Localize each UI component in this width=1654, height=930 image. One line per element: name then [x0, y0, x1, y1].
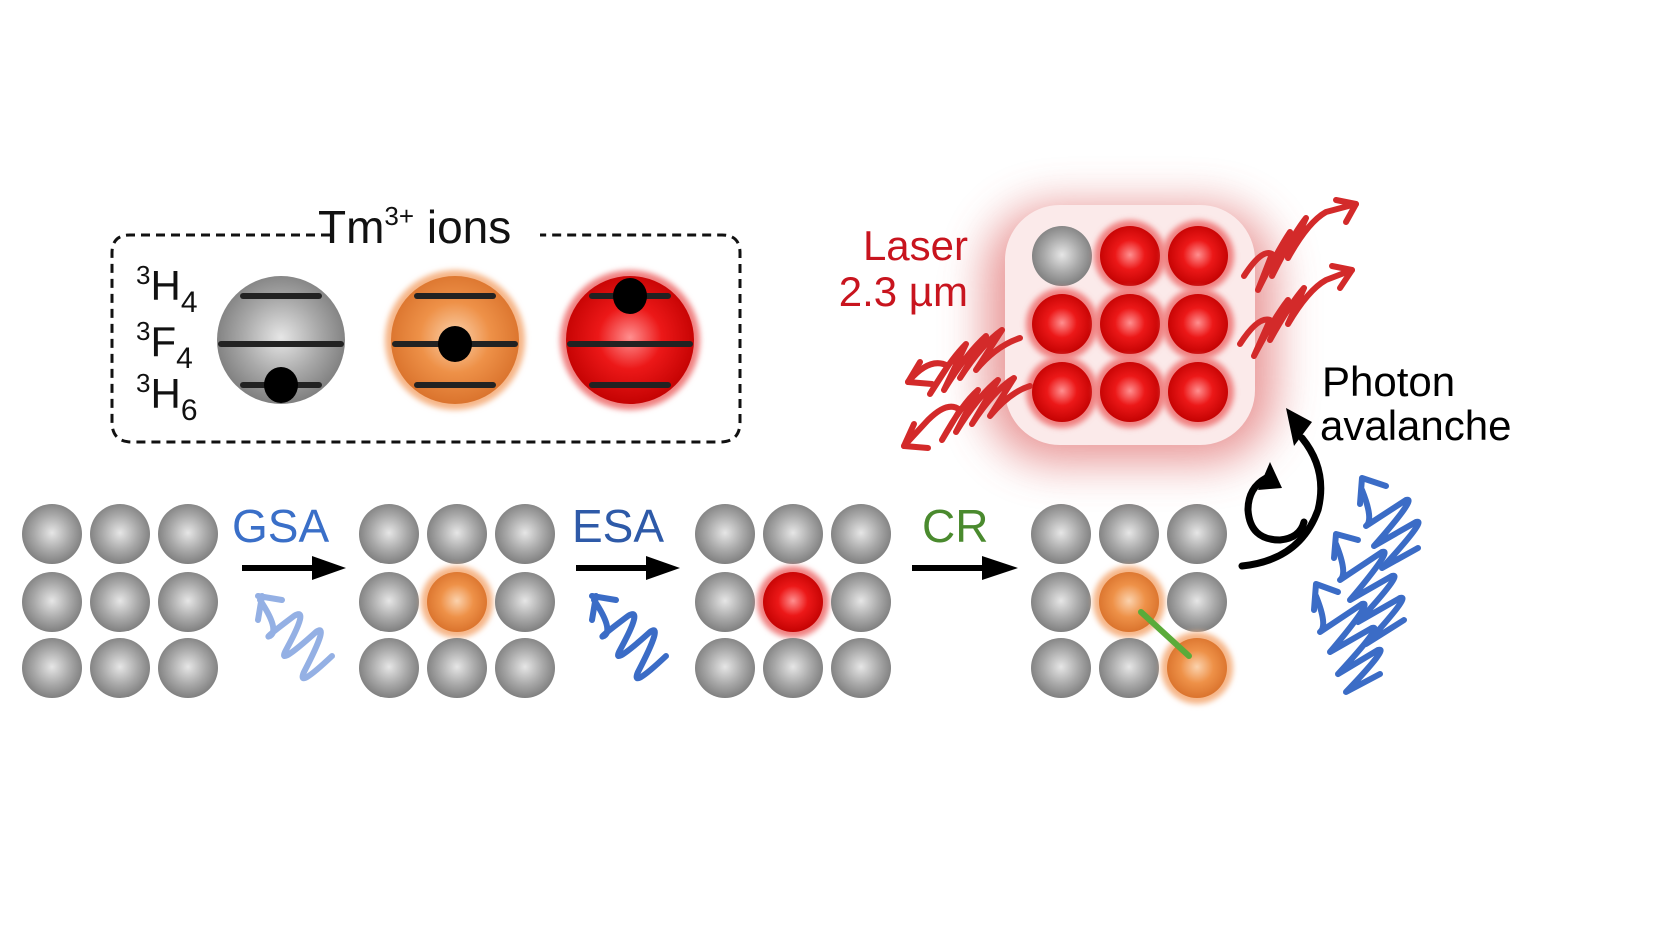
pump-wave-icon — [1333, 541, 1407, 647]
ground-state-ion — [217, 276, 345, 404]
avalanche-label-line2: avalanche — [1320, 402, 1511, 449]
ground-state-ion — [359, 572, 419, 632]
pump-wave-icon — [1313, 593, 1384, 695]
ground-state-ion — [763, 504, 823, 564]
ground-state-ion — [1031, 638, 1091, 698]
electron-dot — [438, 326, 472, 362]
ground-state-ion — [90, 572, 150, 632]
avalanche-label-line1: Photon — [1322, 358, 1455, 405]
excited-state-ion — [1094, 220, 1166, 292]
ground-state-ion — [1031, 504, 1091, 564]
step-label-esa: ESA — [572, 500, 664, 552]
electron-dot — [264, 367, 298, 403]
ground-state-ion — [158, 504, 218, 564]
ground-state-ion — [1167, 572, 1227, 632]
ground-state-ion — [1031, 572, 1091, 632]
ground-state-ion — [359, 504, 419, 564]
step-esa: ESA — [572, 500, 680, 682]
ground-state-ion — [1167, 504, 1227, 564]
ion-lattice — [359, 504, 555, 698]
pump-wave-icon — [1359, 487, 1422, 571]
legend-dashed-border — [110, 233, 742, 444]
photon-wave-icon — [589, 593, 669, 682]
excited-state-ion — [1094, 356, 1166, 428]
ground-state-ion — [22, 638, 82, 698]
level-label-3F4: 3F4 — [136, 316, 193, 375]
arrow-right-icon — [242, 556, 346, 580]
emission-arrowhead-icon — [1329, 263, 1355, 291]
laser-label-wavelength: 2.3 µm — [839, 268, 968, 315]
ion-lattice — [695, 504, 891, 698]
ground-state-ion — [1099, 638, 1159, 698]
excited-state-ion — [1162, 356, 1234, 428]
pump-arrowhead-icon — [1357, 475, 1389, 507]
ground-state-ion — [158, 572, 218, 632]
ground-state-ion — [359, 638, 419, 698]
laser-cluster — [985, 205, 1275, 463]
step-gsa: GSA — [232, 500, 346, 682]
cross-relaxation-link — [1138, 609, 1192, 659]
lattice-sequence — [22, 504, 1233, 704]
ground-state-ion — [90, 504, 150, 564]
excited-state-ion — [1026, 356, 1098, 428]
ground-state-ion — [158, 638, 218, 698]
excited-state-ion — [1162, 220, 1234, 292]
laser-label-line1: Laser — [863, 222, 968, 269]
ground-state-ion — [1032, 226, 1092, 286]
ground-state-ion — [22, 504, 82, 564]
pump-arrowhead-icon — [1311, 581, 1341, 613]
electron-dot — [613, 278, 647, 314]
step-cr: CR — [912, 500, 1018, 580]
ground-state-ion — [427, 638, 487, 698]
ground-state-ion — [1099, 504, 1159, 564]
excited-state-ion — [1026, 288, 1098, 360]
excited-state-ion — [757, 566, 829, 638]
ion-lattice — [1031, 504, 1233, 704]
intermediate-state-ion — [385, 270, 525, 410]
ground-state-ion — [831, 572, 891, 632]
emission-wave-left-upper-icon — [905, 327, 1023, 397]
legend-title: Tm3+ ions — [318, 201, 511, 253]
laser-emission-waves — [901, 197, 1359, 451]
emission-wave-left-lower-icon — [901, 375, 1033, 449]
emission-arrowhead-icon — [905, 359, 935, 387]
laser-ion-grid — [1026, 220, 1234, 428]
level-label-3H6: 3H6 — [136, 368, 198, 427]
level-label-3H4: 3H4 — [136, 260, 198, 319]
ground-state-ion — [22, 572, 82, 632]
ground-state-ion — [695, 572, 755, 632]
photon-wave-icon — [255, 593, 335, 682]
avalanche-loop-arrow-icon — [1238, 408, 1325, 570]
ground-state-ion — [695, 638, 755, 698]
legend-box: Tm3+ ions 3H4 3F4 3H6 — [110, 201, 742, 444]
arrow-right-icon — [912, 556, 1018, 580]
step-label-gsa: GSA — [232, 500, 329, 552]
intermediate-state-ion — [421, 566, 493, 638]
ground-state-ion — [831, 638, 891, 698]
ground-state-ion — [831, 504, 891, 564]
emission-arrowhead-icon — [1333, 197, 1359, 225]
ground-state-ion — [495, 504, 555, 564]
ground-state-ion — [763, 638, 823, 698]
ion-lattice — [22, 504, 218, 698]
ground-state-ion — [695, 504, 755, 564]
legend-ions — [217, 270, 700, 410]
step-label-cr: CR — [922, 500, 988, 552]
excited-state-ion — [1094, 288, 1166, 360]
pump-arrowhead-icon — [1331, 531, 1361, 561]
emission-arrowhead-icon — [901, 421, 931, 451]
ground-state-ion — [495, 572, 555, 632]
ground-state-ion — [427, 504, 487, 564]
excited-state-ion — [1162, 288, 1234, 360]
ground-state-ion — [495, 638, 555, 698]
pump-photon-waves — [1311, 475, 1422, 695]
energy-level-labels: 3H4 3F4 3H6 — [136, 260, 198, 427]
emission-wave-right-upper-icon — [1241, 201, 1359, 293]
emission-wave-right-lower-icon — [1237, 267, 1355, 359]
ground-state-ion — [90, 638, 150, 698]
excited-state-ion — [560, 270, 700, 410]
arrow-right-icon — [576, 556, 680, 580]
